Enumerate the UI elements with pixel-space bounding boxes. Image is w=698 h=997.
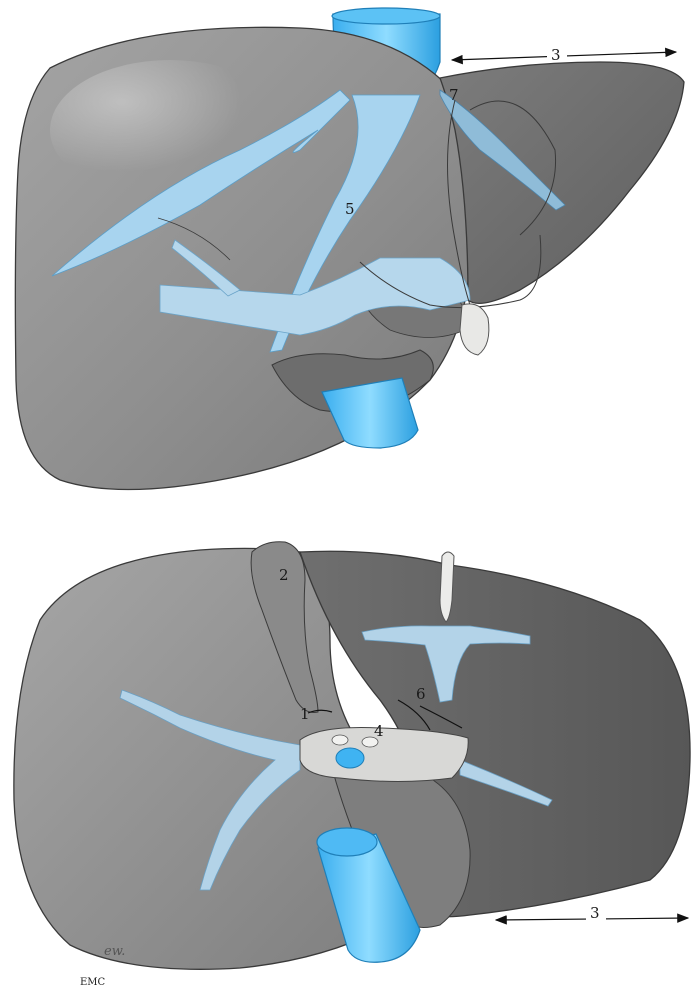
- figure-separator: [0, 496, 698, 524]
- round-ligament-top: [460, 304, 489, 355]
- label-3-bottom: 3: [590, 904, 600, 922]
- artist-signature: ew.: [104, 944, 125, 959]
- surface-highlight: [50, 60, 290, 200]
- label-2: 2: [279, 566, 289, 584]
- label-6: 6: [416, 685, 426, 703]
- label-3-top: 3: [551, 46, 561, 64]
- liver-top-view: 3 7 5: [15, 8, 684, 490]
- label-7: 7: [449, 86, 459, 104]
- left-lobe-top: [440, 62, 684, 303]
- duct-opening-1: [332, 735, 348, 745]
- label-4: 4: [374, 722, 384, 740]
- label-1: 1: [300, 705, 310, 723]
- hepatic-hilum: [300, 728, 468, 782]
- emc-mark: EMC: [80, 977, 106, 988]
- liver-bottom-view: 3 2 1 4 6 ew. EMC: [14, 542, 690, 988]
- label-5: 5: [345, 200, 355, 218]
- portal-vein-opening: [336, 748, 364, 768]
